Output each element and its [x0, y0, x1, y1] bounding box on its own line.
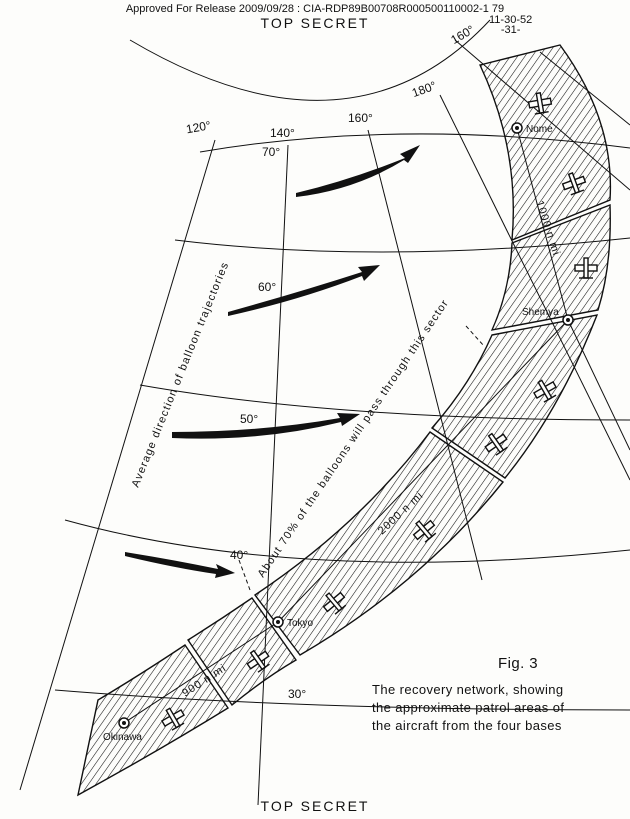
base-label-shemya: Shemya [522, 307, 559, 318]
longitude-label-140: 140° [270, 126, 295, 140]
figure-number: Fig. 3 [498, 655, 538, 672]
latitude-label-70: 70° [262, 145, 280, 159]
longitude-line-120 [19, 139, 216, 791]
longitude-label-160e: 160° [448, 22, 477, 47]
range-line-nome-shemya [516, 127, 569, 321]
base-markers [118, 122, 574, 729]
latitude-label-30: 30° [288, 687, 306, 701]
arrow-40 [125, 552, 235, 578]
latitude-label-50: 50° [240, 412, 258, 426]
patrol-areas [77, 44, 612, 797]
aircraft-icon [533, 379, 557, 403]
patrol-area-shemya-south [430, 314, 599, 479]
sector-dash-south [238, 559, 251, 591]
patrol-area-tokyo [253, 431, 505, 656]
longitude-line-140 [257, 144, 289, 806]
document-number-line1: 11-30-52 [489, 14, 533, 26]
classification-top: TOP SECRET [260, 15, 370, 31]
aircraft-icon [561, 172, 587, 196]
base-marker-shemya [562, 314, 574, 326]
sector-dash-north [465, 325, 485, 347]
longitude-label-120: 120° [185, 118, 212, 136]
figure-caption: Fig. 3 The recovery network, showing the… [372, 655, 624, 735]
latitude-line-50 [139, 384, 630, 421]
aircraft-icon [161, 707, 185, 731]
aircraft-icons [161, 91, 598, 731]
range-line-tokyo-okinawa [123, 621, 279, 724]
trajectory-arrows [125, 145, 420, 578]
base-marker-tokyo [272, 616, 284, 628]
base-label-tokyo: Tokyo [287, 618, 314, 629]
caption-line-2: the approximate patrol areas of [372, 700, 565, 715]
base-label-nome: Nome [526, 124, 553, 135]
base-label-okinawa: Okinawa [103, 732, 142, 743]
base-marker-nome [511, 122, 523, 134]
arrow-60 [228, 265, 380, 316]
aircraft-icon [574, 257, 598, 279]
aircraft-icon [527, 91, 553, 115]
aircraft-icon [246, 649, 270, 673]
arrow-70 [296, 145, 420, 197]
range-line-shemya-tokyo [277, 319, 569, 623]
aircraft-icon [412, 519, 437, 543]
aircraft-icon [484, 432, 508, 456]
document-number: 11-30-52 -31- [489, 14, 533, 36]
release-stamp: Approved For Release 2009/09/28 : CIA-RD… [0, 3, 630, 15]
arrow-50 [172, 413, 360, 439]
page-number: 79 [491, 3, 505, 15]
range-lines [123, 51, 630, 724]
latitude-label-40: 40° [230, 548, 248, 562]
document-number-line2: -31- [500, 24, 521, 36]
patrol-area-shemya [490, 203, 611, 331]
base-marker-okinawa [118, 717, 130, 729]
sector-boundary-north [539, 51, 630, 126]
patrol-area-tokyo-south [187, 597, 298, 707]
latitude-label-60: 60° [258, 280, 276, 294]
outer-arc-top [129, 19, 491, 101]
patrol-area-okinawa [77, 644, 229, 797]
classification-bottom: TOP SECRET [260, 798, 370, 814]
caption-line-3: the aircraft from the four bases [372, 718, 562, 733]
aircraft-icon [322, 591, 347, 615]
longitude-label-180: 180° [410, 78, 438, 100]
sector-boundary-east [567, 319, 630, 451]
longitude-label-160w: 160° [348, 111, 373, 125]
caption-line-1: The recovery network, showing [372, 682, 564, 697]
release-text: Approved For Release 2009/09/28 : CIA-RD… [125, 3, 489, 15]
